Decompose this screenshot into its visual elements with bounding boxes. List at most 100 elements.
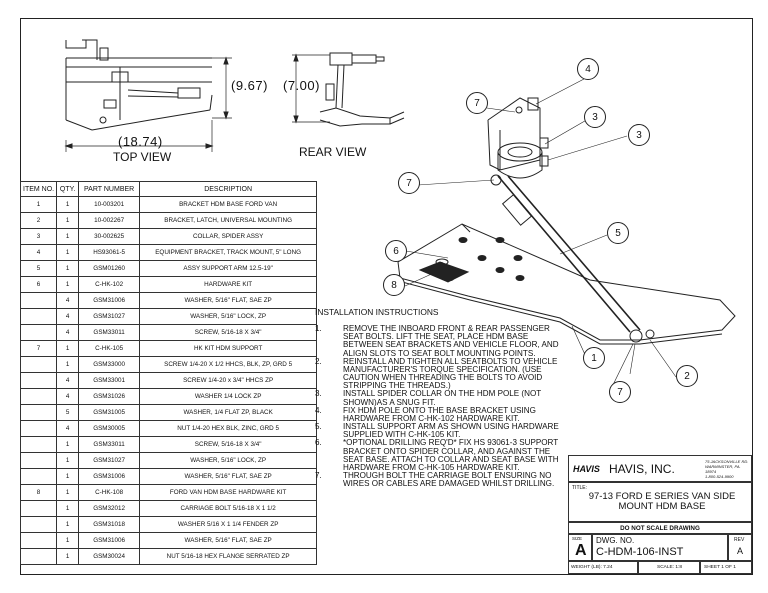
bom-description-cell: WASHER, 5/16" FLAT, SAE ZP (139, 468, 318, 485)
rear-view-height-dimension: (7.00) (283, 78, 320, 93)
bom-description-cell: CARRIAGE BOLT 5/16-18 X 1 1/2 (139, 500, 318, 517)
bom-description-cell: SCREW 1/4-20 x 3/4" HHCS ZP (139, 372, 318, 389)
bom-item-cell: 6 (19, 276, 58, 293)
havis-logo: HAVIS (573, 464, 600, 474)
instructions-title: INSTALLATION INSTRUCTIONS (315, 307, 439, 317)
bom-part-number-cell: GSM31027 (78, 308, 141, 325)
step-number: 7. (315, 470, 322, 480)
bom-part-number-cell: GSM31005 (78, 404, 141, 421)
bom-part-number-cell: GSM31006 (78, 468, 141, 485)
bom-description-cell: WASHER, 5/16" LOCK, ZP (139, 308, 318, 325)
instruction-step: 4.FIX HDM POLE ONTO THE BASE BRACKET USI… (315, 406, 570, 423)
bom-item-cell (19, 324, 58, 341)
bom-description-cell: BRACKET HDM BASE FORD VAN (139, 196, 318, 213)
bom-part-number-cell: 10-002267 (78, 212, 141, 229)
bom-item-cell (19, 308, 58, 325)
dwg-no-value: C-HDM-106-INST (596, 546, 684, 558)
callout-balloon: 4 (577, 58, 599, 80)
bom-part-number-cell: GSM33001 (78, 372, 141, 389)
callout-balloon: 5 (607, 222, 629, 244)
top-view-width-dimension: (18.74) (118, 134, 163, 149)
bom-description-cell: SCREW, 5/16-18 X 3/4" (139, 324, 318, 341)
instruction-step: 6.*OPTIONAL DRILLING REQ'D* FIX HS 93061… (315, 439, 570, 472)
rear-view-label: REAR VIEW (299, 145, 367, 159)
weight-cell: WEIGHT (LB): 7.24 (568, 561, 638, 574)
company-address: 75 JACKSONVILLE RD. WARMINSTER, PA. 1897… (705, 459, 751, 479)
rev-label: REV (734, 537, 745, 543)
step-number: 5. (315, 422, 322, 432)
bom-part-number-cell: GSM31006 (78, 532, 141, 549)
bom-qty-cell: 1 (56, 260, 80, 277)
bom-item-cell (19, 356, 58, 373)
bom-description-cell: WASHER, 5/16" LOCK, ZP (139, 452, 318, 469)
scale-cell: SCALE: 1:8 (638, 561, 700, 574)
instruction-step: 3.INSTALL SPIDER COLLAR ON THE HDM POLE … (315, 390, 570, 406)
bom-qty-cell: 1 (56, 516, 80, 533)
bom-description-cell: NUT 1/4-20 HEX BLK, ZINC, GRD 5 (139, 420, 318, 437)
bom-item-cell: 2 (19, 212, 58, 229)
title-block: HAVIS HAVIS, INC. 75 JACKSONVILLE RD. WA… (568, 455, 752, 574)
bom-part-number-cell: GSM31027 (78, 452, 141, 469)
bom-qty-cell: 4 (56, 388, 80, 405)
company-name: HAVIS, INC. (609, 462, 675, 476)
callout-balloon: 1 (583, 347, 605, 369)
sheet-cell: SHEET 1 OF 1 (700, 561, 752, 574)
bom-item-cell (19, 516, 58, 533)
bom-part-number-cell: 10-003201 (78, 196, 141, 213)
instruction-step: 2.REINSTALL AND TIGHTEN ALL SEATBOLTS TO… (315, 356, 570, 391)
callout-balloon: 7 (398, 172, 420, 194)
bom-part-number-cell: GSM31018 (78, 516, 141, 533)
bom-part-number-cell: C-HK-105 (78, 340, 141, 357)
bom-header-qty: QTY. (56, 181, 80, 197)
step-number: 1. (315, 324, 322, 334)
bom-qty-cell: 1 (56, 532, 80, 549)
bom-part-number-cell: GSM33000 (78, 356, 141, 373)
bom-item-cell (19, 468, 58, 485)
bom-part-number-cell: C-HK-108 (78, 484, 141, 501)
bom-description-cell: FORD VAN HDM BASE HARDWARE KIT (139, 484, 318, 501)
step-text: INSTALL SUPPORT ARM AS SHOWN USING HARDW… (343, 422, 559, 440)
step-text: THROUGH BOLT THE CARRIAGE BOLT ENSURING … (343, 470, 555, 489)
bom-qty-cell: 1 (56, 484, 80, 501)
bom-qty-cell: 4 (56, 372, 80, 389)
bom-description-cell: ASSY SUPPORT ARM 12.5-19" (139, 260, 318, 277)
step-text: REINSTALL AND TIGHTEN ALL SEATBOLTS TO V… (343, 356, 558, 391)
step-number: 3. (315, 389, 322, 399)
drawing-number-box: DWG. NO. C-HDM-106-INST (592, 534, 728, 561)
revision-box: REV A (728, 534, 752, 561)
callout-balloon: 7 (466, 92, 488, 114)
size-value: A (575, 542, 587, 559)
bom-part-number-cell: GSM30024 (78, 548, 141, 565)
bom-description-cell: SCREW 1/4-20 X 1/2 HHCS, BLK, ZP, GRD 5 (139, 356, 318, 373)
bom-description-cell: WASHER, 1/4 FLAT ZP, BLACK (139, 404, 318, 421)
bom-header-part-number: PART NUMBER (78, 181, 141, 197)
bom-description-cell: HARDWARE KIT (139, 276, 318, 293)
bom-qty-cell: 4 (56, 420, 80, 437)
size-label: SIZE (572, 536, 583, 541)
bom-qty-cell: 5 (56, 404, 80, 421)
bom-description-cell: BRACKET, LATCH, UNIVERSAL MOUNTING (139, 212, 318, 229)
bom-description-cell: WASHER 5/16 X 1 1/4 FENDER ZP (139, 516, 318, 533)
isometric-assembly-drawing (397, 78, 736, 392)
bom-item-cell: 7 (19, 340, 58, 357)
bom-item-cell (19, 372, 58, 389)
address-line: 75 JACKSONVILLE RD. (705, 459, 749, 464)
bom-qty-cell: 1 (56, 500, 80, 517)
instruction-step: 5. INSTALL SUPPORT ARM AS SHOWN USING HAR… (315, 422, 570, 440)
bom-item-cell (19, 292, 58, 309)
